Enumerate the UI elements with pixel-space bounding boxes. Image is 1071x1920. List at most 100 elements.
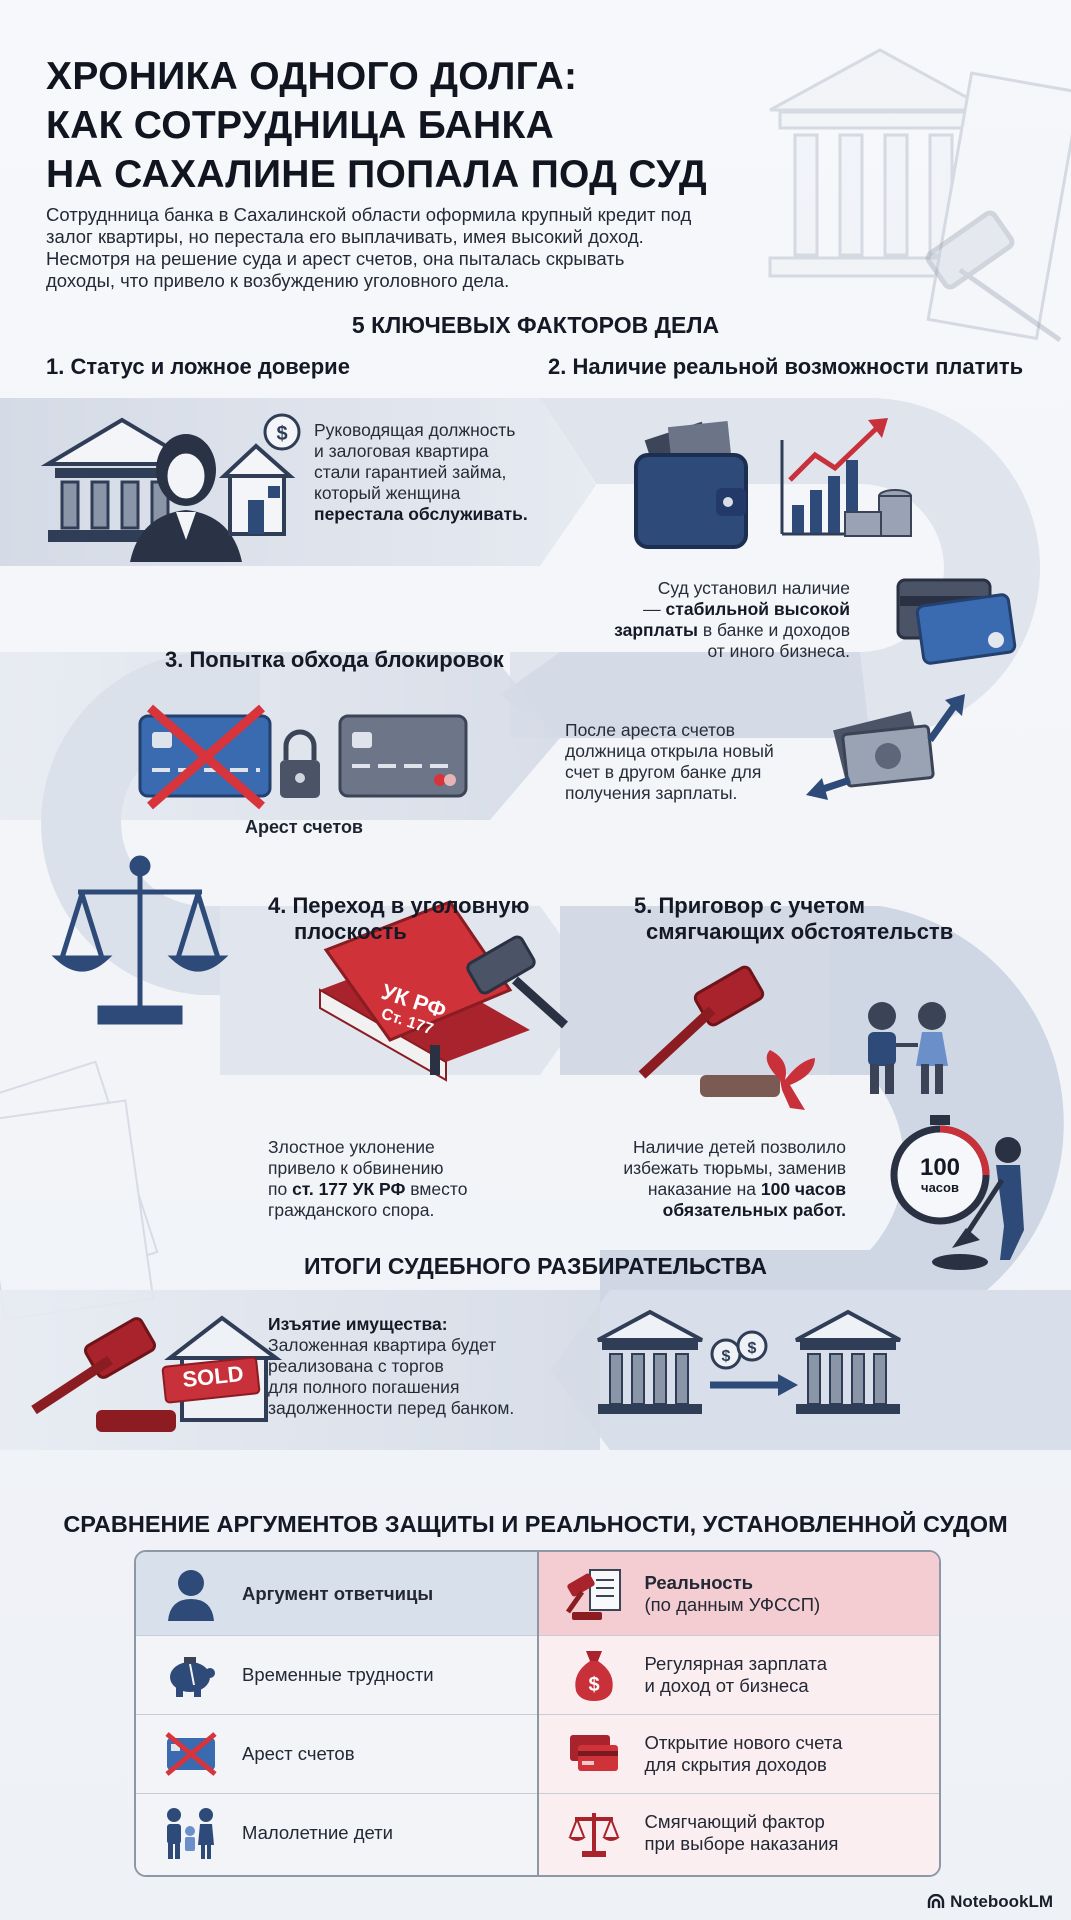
table-row: Временные трудности [136, 1635, 537, 1714]
stopwatch-icon [890, 1115, 990, 1225]
scales-icon [567, 1813, 620, 1857]
factor-1-text: Руководящая должность и залоговая кварти… [314, 420, 564, 525]
crossed-card-icon [138, 704, 272, 810]
house-icon [218, 443, 296, 536]
text-line: который женщина [314, 483, 461, 503]
reality-header-sub: (по данным УФССП) [644, 1593, 821, 1615]
text-bold: стабильной высокой [665, 599, 850, 619]
money-bag-icon: $ [574, 1651, 613, 1701]
defense-argument: Временные трудности [242, 1664, 434, 1685]
intro-line: Несмотря на решение суда и арест счетов,… [46, 248, 625, 269]
text-line: После ареста счетов [565, 720, 735, 740]
factor-5-text: Наличие детей позволило избежать тюрьмы,… [560, 1137, 846, 1221]
padlock-icon [280, 729, 320, 798]
auction-gavel-icon [31, 1317, 176, 1432]
crossed-card-icon [165, 1732, 217, 1776]
defense-column: Аргумент ответчицы Временные трудности А… [136, 1552, 539, 1875]
svg-text:$: $ [588, 1674, 599, 1696]
intro-paragraph: Сотруднница банка в Сахалинской области … [46, 204, 786, 292]
text-line: привело к обвинению [268, 1158, 444, 1178]
text-rest: вместо [405, 1179, 468, 1199]
text-line: для полного погашения [268, 1377, 460, 1397]
results-title: Изъятие имущества: [268, 1314, 448, 1334]
family-icon [167, 1808, 214, 1859]
table-row: Арест счетов [136, 1714, 537, 1793]
person-icon [168, 1569, 214, 1621]
text-bold: перестала обслуживать. [314, 504, 528, 524]
grey-card-icon [338, 714, 468, 798]
svg-text:$: $ [748, 1340, 757, 1357]
factor-4-text: Злостное уклонение привело к обвинению п… [268, 1137, 528, 1221]
comparison-heading: СРАВНЕНИЕ АРГУМЕНТОВ ЗАЩИТЫ И РЕАЛЬНОСТИ… [63, 1511, 1008, 1537]
text-line: Смягчающий фактор [644, 1811, 825, 1832]
svg-text:$: $ [276, 423, 287, 445]
defense-header: Аргумент ответчицы [242, 1582, 434, 1604]
results-text: Изъятие имущества: Заложенная квартира б… [268, 1314, 568, 1419]
intro-line: залог квартиры, но перестала его выплачи… [46, 226, 644, 247]
factor-3-title: 3. Попытка обхода блокировок [165, 647, 504, 672]
growth-chart-icon [780, 418, 912, 537]
factor-2-title: 2. Наличие реальной возможности платить [548, 354, 1024, 379]
bank-cards-icon [896, 578, 1017, 665]
children-icon [868, 1002, 948, 1094]
text-line: и доход от бизнеса [644, 1675, 809, 1696]
gavel-icon [466, 935, 569, 1029]
results-heading: ИТОГИ СУДЕБНОГО РАЗБИРАТЕЛЬСТВА [304, 1253, 767, 1279]
defense-argument: Малолетние дети [242, 1822, 393, 1843]
text-prefix: по [268, 1179, 293, 1199]
gavel-document-icon [565, 1568, 621, 1620]
dollar-coin-icon: $ [263, 413, 301, 451]
text-line: Заложенная квартира будет [268, 1335, 497, 1355]
page-title: ХРОНИКА ОДНОГО ДОЛГА: КАК СОТРУДНИЦА БАН… [46, 52, 786, 199]
text-bold: 100 часов [760, 1179, 846, 1199]
text-line: должница открыла новый [565, 741, 774, 761]
reality-column: Реальность(по данным УФССП) $ Регулярная… [538, 1552, 939, 1875]
businesswoman-icon [130, 434, 242, 562]
comparison-table: Аргумент ответчицы Временные трудности А… [134, 1550, 941, 1877]
text-line: Злостное уклонение [268, 1137, 435, 1157]
text-line: Наличие детей позволило [632, 1137, 846, 1157]
text-line: Суд установил наличие [657, 578, 850, 598]
text-bold: ст. 177 УК РФ [292, 1179, 406, 1199]
worker-shovel-icon [932, 1137, 1024, 1270]
cards-icon [569, 1735, 618, 1771]
house-sold-icon [161, 1315, 283, 1422]
money-transfer-icon [806, 694, 965, 800]
text-line: и залоговая квартира [314, 441, 489, 461]
table-header-cell: Аргумент ответчицы [136, 1552, 537, 1635]
intro-line: Сотруднница банка в Сахалинской области … [46, 204, 692, 225]
text-line: счет в другом банке для [565, 762, 762, 782]
factors-heading: 5 КЛЮЧЕВЫХ ФАКТОРОВ ДЕЛА [351, 312, 720, 338]
factor-3-text: После ареста счетов должница открыла нов… [565, 720, 825, 804]
gavel-ribbon-icon [638, 965, 815, 1110]
text-line: получения зарплаты. [565, 783, 738, 803]
text-prefix: наказание на [647, 1179, 761, 1199]
text-line: избежать тюрьмы, заменив [623, 1158, 846, 1178]
title-line: плоскость [294, 919, 407, 944]
factor-1-title: 1. Статус и ложное доверие [46, 354, 350, 379]
text-line: Открытие нового счета [644, 1732, 843, 1753]
justice-scales-icon [51, 855, 229, 1025]
factor-2-text: Суд установил наличие — стабильной высок… [560, 578, 850, 662]
title-line: смягчающих обстоятельств [646, 919, 954, 944]
title-line: КАК СОТРУДНИЦА БАНКА [46, 104, 555, 147]
notebooklm-logo-icon [927, 1894, 945, 1908]
criminal-code-book-icon [319, 900, 530, 1082]
table-header-cell: Реальность(по данным УФССП) [538, 1552, 939, 1635]
reality-header: Реальность(по данным УФССП) [645, 1572, 821, 1616]
text-bold: зарплаты [614, 620, 698, 640]
text-line: реализована с торгов [268, 1356, 444, 1376]
text-prefix: — [643, 599, 666, 619]
text-line: от иного бизнеса. [707, 641, 850, 661]
title-line: 5. Приговор с учетом [634, 893, 865, 918]
factor-5-title: 5. Приговор с учетом смягчающих обстояте… [634, 893, 953, 945]
wallet-money-icon [634, 420, 748, 549]
text-bold: обязательных работ. [662, 1200, 846, 1220]
text-line: гражданского спора. [268, 1200, 435, 1220]
